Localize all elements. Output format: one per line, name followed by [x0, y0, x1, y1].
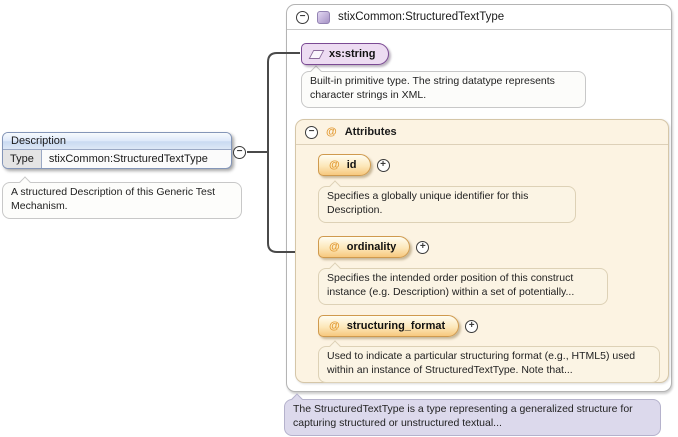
- base-type-doc-text: Built-in primitive type. The string data…: [310, 75, 555, 101]
- complex-type-icon: [317, 10, 330, 24]
- type-footnote-text: The StructuredTextType is a type represe…: [293, 403, 633, 429]
- expand-icon[interactable]: +: [416, 240, 430, 254]
- attribute-name: id: [346, 159, 357, 171]
- element-node-description[interactable]: Description Type stixCommon:StructuredTe…: [2, 132, 232, 169]
- attributes-title: Attributes: [344, 126, 397, 138]
- expand-icon[interactable]: +: [465, 319, 479, 333]
- attribute-badge-id[interactable]: @ id: [318, 154, 371, 176]
- type-value: stixCommon:StructuredTextType: [48, 153, 208, 165]
- element-annotation-text: A structured Description of this Generic…: [11, 186, 216, 212]
- type-label: Type: [3, 150, 42, 168]
- element-type-row: Type stixCommon:StructuredTextType: [3, 150, 231, 168]
- attribute-row-structuring-format: @ structuring_format +: [318, 315, 479, 337]
- attribute-icon: @: [329, 320, 340, 332]
- base-type-badge[interactable]: xs:string: [301, 43, 390, 65]
- attributes-header: − @ Attributes: [296, 120, 668, 145]
- attribute-badge-structuring-format[interactable]: @ structuring_format: [318, 315, 460, 337]
- attribute-icon: @: [329, 241, 340, 253]
- attribute-name: ordinality: [346, 241, 397, 253]
- element-annotation: A structured Description of this Generic…: [2, 176, 242, 219]
- attribute-row-ordinality: @ ordinality +: [318, 236, 430, 258]
- attribute-doc-id: Specifies a globally unique identifier f…: [318, 180, 576, 223]
- base-type-name: xs:string: [329, 48, 376, 60]
- attribute-badge-ordinality[interactable]: @ ordinality: [318, 236, 411, 258]
- element-name: Description: [3, 133, 231, 150]
- type-panel-title: stixCommon:StructuredTextType: [338, 11, 505, 23]
- expand-icon[interactable]: +: [376, 158, 390, 172]
- type-panel: − stixCommon:StructuredTextType xs:strin…: [286, 4, 672, 392]
- attribute-doc-ordinality: Specifies the intended order position of…: [318, 262, 608, 305]
- collapse-icon[interactable]: −: [296, 10, 309, 24]
- attribute-icon: @: [329, 159, 340, 171]
- attribute-doc-structuring-format: Used to indicate a particular structurin…: [318, 340, 660, 383]
- attribute-doc-text: Specifies a globally unique identifier f…: [327, 190, 529, 216]
- type-footnote: The StructuredTextType is a type represe…: [284, 393, 661, 436]
- attribute-name: structuring_format: [346, 320, 446, 332]
- attribute-icon: @: [326, 126, 337, 138]
- base-type-doc: Built-in primitive type. The string data…: [301, 65, 586, 108]
- attributes-panel: − @ Attributes @ id + Specifies a global…: [295, 119, 669, 383]
- collapse-icon[interactable]: −: [305, 125, 318, 139]
- simple-type-icon: [308, 49, 325, 59]
- attribute-doc-text: Specifies the intended order position of…: [327, 272, 575, 298]
- attribute-row-id: @ id +: [318, 154, 390, 176]
- collapse-icon[interactable]: −: [233, 146, 246, 159]
- type-panel-header: − stixCommon:StructuredTextType: [287, 5, 671, 30]
- attribute-doc-text: Used to indicate a particular structurin…: [327, 350, 636, 376]
